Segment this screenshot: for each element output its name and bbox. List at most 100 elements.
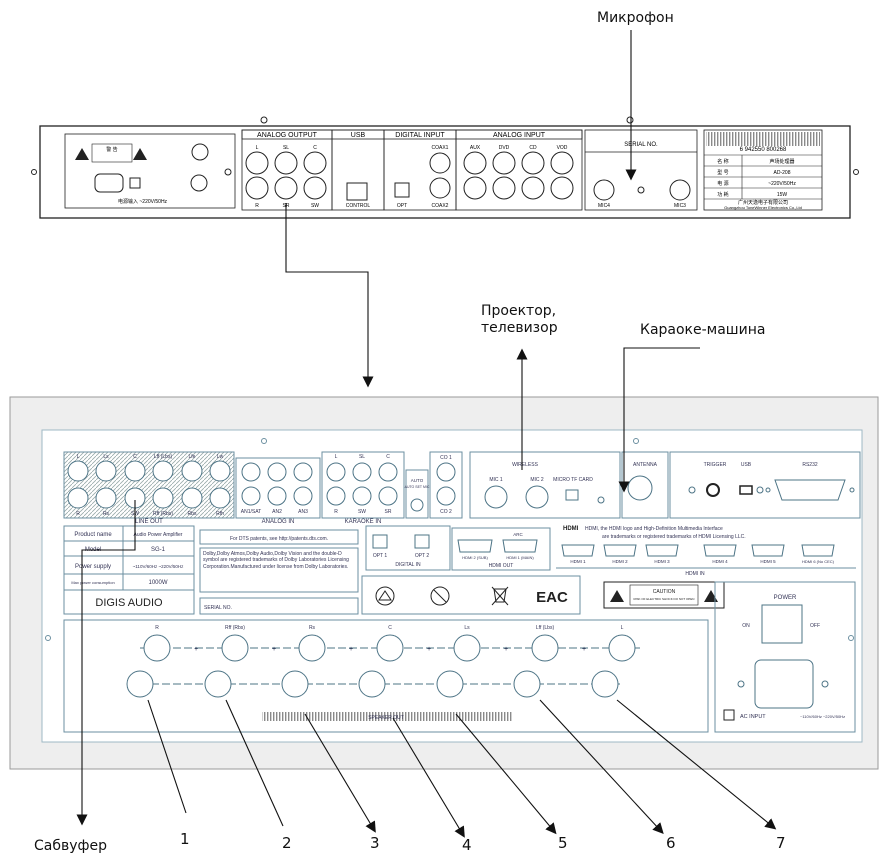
spec-k0: 名 称 <box>717 158 728 165</box>
kin-bot-1: SW <box>358 509 366 515</box>
out-label-sl: SL <box>283 145 289 151</box>
micro-tf-label: MICRO TF CARD <box>553 477 593 483</box>
digital-in-section: OPT 1 OPT 2 DIGITAL IN <box>365 525 451 571</box>
svg-text:+: + <box>504 646 508 653</box>
kin-top-0: L <box>335 454 338 460</box>
company-cn: 广州天逸电子有限公司 <box>738 199 788 206</box>
number-1: 1 <box>180 830 190 848</box>
an1-label: AN1/SAT <box>241 509 261 515</box>
speaker-out-section: R Rff (Rbs) Rs C Ls Lff (Lbs) L +++ +++ <box>63 619 709 733</box>
hdmi-out-section: ARC HDMI 2 (SUB) HDMI 1 (MAIN) HDMI OUT <box>451 527 551 571</box>
wireless-title: WIRELESS <box>512 462 539 468</box>
spec-k1: 型 号 <box>717 169 728 176</box>
spec-maxpower-v: 1000W <box>148 580 167 586</box>
lo-bot-3: Rff (Rbs) <box>153 511 173 517</box>
opt-label: OPT <box>397 203 407 209</box>
spec-label: 6 942550 800268 名 称 声场处理器 型 号 AD-208 电 源… <box>703 129 823 211</box>
hdmi-in-2: HDMI 2 <box>612 559 628 564</box>
dts-note: For DTS patents, see http://patents.dts.… <box>230 536 328 542</box>
spk-label-4: Ls <box>464 625 470 631</box>
spec-v1: AD-208 <box>774 170 791 176</box>
spec-maxpower-k: Max power consumption <box>71 580 114 585</box>
hdmi-out-1: HDMI 1 (MAIN) <box>506 555 534 560</box>
karaoke-in-section: L SL C R SW SR KARAOKE IN <box>321 451 405 525</box>
in-label-dvd: DVD <box>499 145 510 151</box>
bottom-device: L Ls C Lff (Lbs) Lfe Lw R Rs SW Rff (Rbs… <box>9 396 879 770</box>
wireless-section: WIRELESS MIC 1 MIC 2 MICRO TF CARD <box>469 451 621 519</box>
vent-grille <box>262 712 512 721</box>
hdmi-in-1: HDMI 1 <box>570 559 586 564</box>
warranty-seal-icon <box>375 586 395 606</box>
digital-in-title: DIGITAL IN <box>395 562 421 568</box>
spec-v0: 声场处理器 <box>769 158 794 165</box>
mic2-label: MIC 2 <box>530 477 544 483</box>
spec-product-name-v: Audio Power Amplifier <box>134 532 183 538</box>
analog-output-title: ANALOG OUTPUT <box>257 132 318 139</box>
in-label-aux: AUX <box>470 145 481 151</box>
karaoke-in-title: KARAOKE IN <box>345 519 382 525</box>
connector-lines <box>76 30 777 838</box>
hdmi-in-5: HDMI 5 <box>760 559 776 564</box>
co2-label: CO 2 <box>440 509 452 515</box>
lo-top-5: Lw <box>217 454 224 460</box>
hdmi-in-section: HDMI HDMI, the HDMI logo and High-Defini… <box>556 526 856 577</box>
lo-bot-4: Rbs <box>188 511 197 517</box>
power-input-label: 电源输入 ~220V/50Hz <box>118 198 168 205</box>
power-on: ON <box>742 623 750 629</box>
lo-top-2: C <box>133 454 137 460</box>
warning-head: 警 告 <box>106 146 117 153</box>
power-section: 警 告 电源输入 ~220V/50Hz <box>64 133 236 209</box>
lo-bot-5: Rfh <box>216 511 224 517</box>
analog-in-title: ANALOG IN <box>262 519 295 525</box>
hdmi-in-3: HDMI 3 <box>654 559 670 564</box>
notices: For DTS patents, see http://patents.dts.… <box>199 529 359 615</box>
opt1-label: OPT 1 <box>373 553 388 559</box>
spec-power-k: Power supply <box>75 564 111 570</box>
caution-title: CAUTION <box>653 589 676 595</box>
line-out-title: LINE OUT <box>135 519 163 525</box>
power-title: POWER <box>774 595 797 601</box>
no-disposal-icon <box>430 586 450 606</box>
control-ports-section: TRIGGER USB RS232 <box>669 451 861 519</box>
number-4: 4 <box>462 836 472 854</box>
number-2: 2 <box>282 834 292 852</box>
certification-icons: EAC <box>361 575 581 615</box>
opt2-label: OPT 2 <box>415 553 430 559</box>
lo-top-1: Ls <box>103 454 109 460</box>
out-label-c: C <box>313 145 317 151</box>
out-label-r: R <box>255 203 259 209</box>
an3-label: AN3 <box>298 509 308 515</box>
hdmi-in-title: HDMI IN <box>685 571 705 577</box>
spk-label-2: Rs <box>309 625 316 631</box>
kin-bot-0: R <box>334 509 338 515</box>
lo-top-3: Lff (Lbs) <box>154 454 173 460</box>
digital-input-title: DIGITAL INPUT <box>395 132 445 139</box>
spk-label-6: L <box>621 625 624 631</box>
company-en: Guangzhou ToneWinner Electronics Co.,Ltd <box>724 205 802 210</box>
in-label-vod: VOD <box>557 145 568 151</box>
control-label: CONTROL <box>346 203 371 209</box>
digital-input-section: DIGITAL INPUT COAX1 OPT COAX2 <box>383 129 457 211</box>
spk-label-1: Rff (Rbs) <box>225 625 245 631</box>
weee-bin-icon <box>493 588 507 603</box>
dolby-note: Dolby,Dolby Atmos,Dolby Audio,Dolby Visi… <box>203 551 349 570</box>
analog-input-title: ANALOG INPUT <box>493 132 546 139</box>
spk-label-3: C <box>388 625 392 631</box>
co1-label: CO 1 <box>440 455 452 461</box>
caution-sub: RISK OF ELECTRIC SHOCK DO NOT OPEN <box>634 597 695 601</box>
barcode-number: 6 942550 800268 <box>740 147 787 153</box>
brand-name: DIGIS AUDIO <box>95 597 163 609</box>
number-6: 6 <box>666 834 676 852</box>
spec-product-name-k: Product name <box>74 532 112 538</box>
svg-text:+: + <box>194 646 198 653</box>
number-3: 3 <box>370 834 380 852</box>
analog-in-section: AN1/SAT AN2 AN3 ANALOG IN <box>235 457 321 525</box>
mic-section: SERIAL NO. MIC4 MIC3 <box>584 129 698 211</box>
auto-set-mic-label-2: AUTO SET MIC <box>405 485 430 489</box>
hdmi-logo: HDMI <box>563 526 579 532</box>
eac-mark: EAC <box>536 589 568 606</box>
lo-bot-1: Rs <box>103 511 110 517</box>
mic3-label: MIC3 <box>674 203 686 209</box>
antenna-label: ANTENNA <box>633 462 658 468</box>
